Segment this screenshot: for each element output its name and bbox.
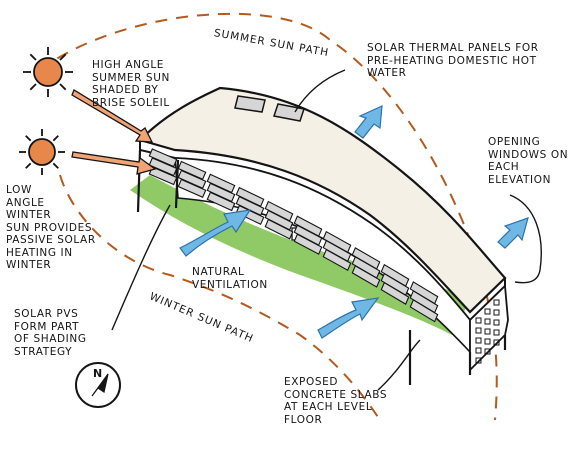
label-line: Passive Solar <box>6 234 96 246</box>
sun-ray <box>29 83 37 91</box>
ventilation-arrows <box>179 105 529 339</box>
building-roof <box>137 86 507 314</box>
pv-panel <box>206 182 236 203</box>
label-opening-windows: OpeningWindows onEachElevation <box>488 136 568 186</box>
label-line: Form Part <box>14 320 80 333</box>
label-line: Winter <box>6 209 52 221</box>
airflow-arrow-4 <box>497 217 529 249</box>
label-line: Low <box>6 184 32 196</box>
sun-ray <box>52 135 59 142</box>
pv-panel <box>351 265 381 288</box>
label-line: Solar Thermal Panels for <box>367 42 539 54</box>
label-line: Summer Sun <box>92 71 170 84</box>
pv-panel <box>206 191 236 212</box>
winter-sun-path <box>59 174 381 421</box>
label-line: Brise Soleil <box>92 96 170 109</box>
window <box>493 319 500 326</box>
label-line: Natural <box>192 266 245 278</box>
pv-panel <box>409 299 439 323</box>
airflow-arrow-2 <box>317 297 380 339</box>
pv-panel <box>177 160 207 181</box>
window <box>493 299 500 306</box>
window <box>475 327 482 334</box>
summer-sun-arrow <box>71 89 154 143</box>
label-line: Sun provides <box>6 221 93 234</box>
label-line: Water <box>367 67 407 79</box>
window <box>493 339 500 346</box>
pv-panel <box>264 218 294 240</box>
pv-panel <box>380 281 410 305</box>
label-line: of Shading <box>14 333 87 345</box>
grass-ground <box>130 175 470 335</box>
pv-panel <box>322 248 352 272</box>
sun-ray <box>52 162 59 169</box>
window <box>484 308 491 315</box>
label-line: Windows on <box>488 148 569 161</box>
label-exposed-concrete: ExposedConcrete Slabsat Each LevelFloor <box>284 376 387 426</box>
label-high-angle-summer-sun: High AngleSummer SunShaded byBrise Solei… <box>92 59 170 109</box>
airflow-arrow-3 <box>354 105 383 139</box>
summer-sun-icon <box>23 47 73 97</box>
pv-panel <box>235 204 265 226</box>
label-line: High Angle <box>92 59 165 71</box>
window <box>475 357 482 364</box>
window <box>475 347 482 354</box>
label-line: Winter <box>6 259 52 271</box>
label-line: at Each Level <box>284 401 373 413</box>
pv-panel <box>177 169 207 190</box>
label-low-angle-winter-sun: LowAngleWinterSun providesPassive SolarH… <box>6 184 96 272</box>
label-line: Ventilation <box>192 278 268 291</box>
sun-ray <box>25 135 32 142</box>
label-line: Concrete Slabs <box>284 388 388 401</box>
airflow-arrow-1 <box>179 209 252 257</box>
label-line: Floor <box>284 413 323 426</box>
window <box>484 318 491 325</box>
pv-panel <box>148 148 178 168</box>
window <box>484 328 491 335</box>
pv-panel <box>177 178 207 199</box>
label-line: Exposed <box>284 376 339 388</box>
compass-north-label: N <box>93 367 103 380</box>
end-elevation-windows <box>475 299 500 364</box>
window <box>493 329 500 336</box>
label-line: Shaded by <box>92 84 159 96</box>
pv-shading-panels <box>148 148 439 323</box>
label-line: Opening <box>488 136 541 148</box>
sun-ray <box>59 53 67 61</box>
label-line: Heating in <box>6 246 73 259</box>
window <box>475 317 482 324</box>
pv-panel <box>206 173 236 194</box>
label-line: Elevation <box>488 173 552 186</box>
window <box>484 338 491 345</box>
pv-panel <box>148 166 178 186</box>
label-line: Angle <box>6 196 45 209</box>
sun-ray <box>25 162 32 169</box>
window <box>475 337 482 344</box>
label-line: Strategy <box>14 345 73 358</box>
leader-lines <box>111 69 542 391</box>
label-line: Solar PVs <box>14 308 79 320</box>
window <box>493 309 500 316</box>
pv-panel <box>148 157 178 177</box>
label-line: Each <box>488 161 520 173</box>
sun-ray <box>29 53 37 61</box>
sun-ray <box>59 83 67 91</box>
compass-north-arrow-icon <box>75 362 121 408</box>
label-line: Pre-heating Domestic Hot <box>367 54 537 67</box>
label-solar-pvs: Solar PVsForm Partof ShadingStrategy <box>14 308 87 358</box>
pv-panel <box>293 233 323 255</box>
winter-sun-icon <box>19 129 65 175</box>
label-natural-ventilation: NaturalVentilation <box>192 266 268 291</box>
winter-sun-arrow <box>71 151 157 175</box>
window <box>484 348 491 355</box>
label-solar-thermal-panels: Solar Thermal Panels forPre-heating Dome… <box>367 42 539 80</box>
